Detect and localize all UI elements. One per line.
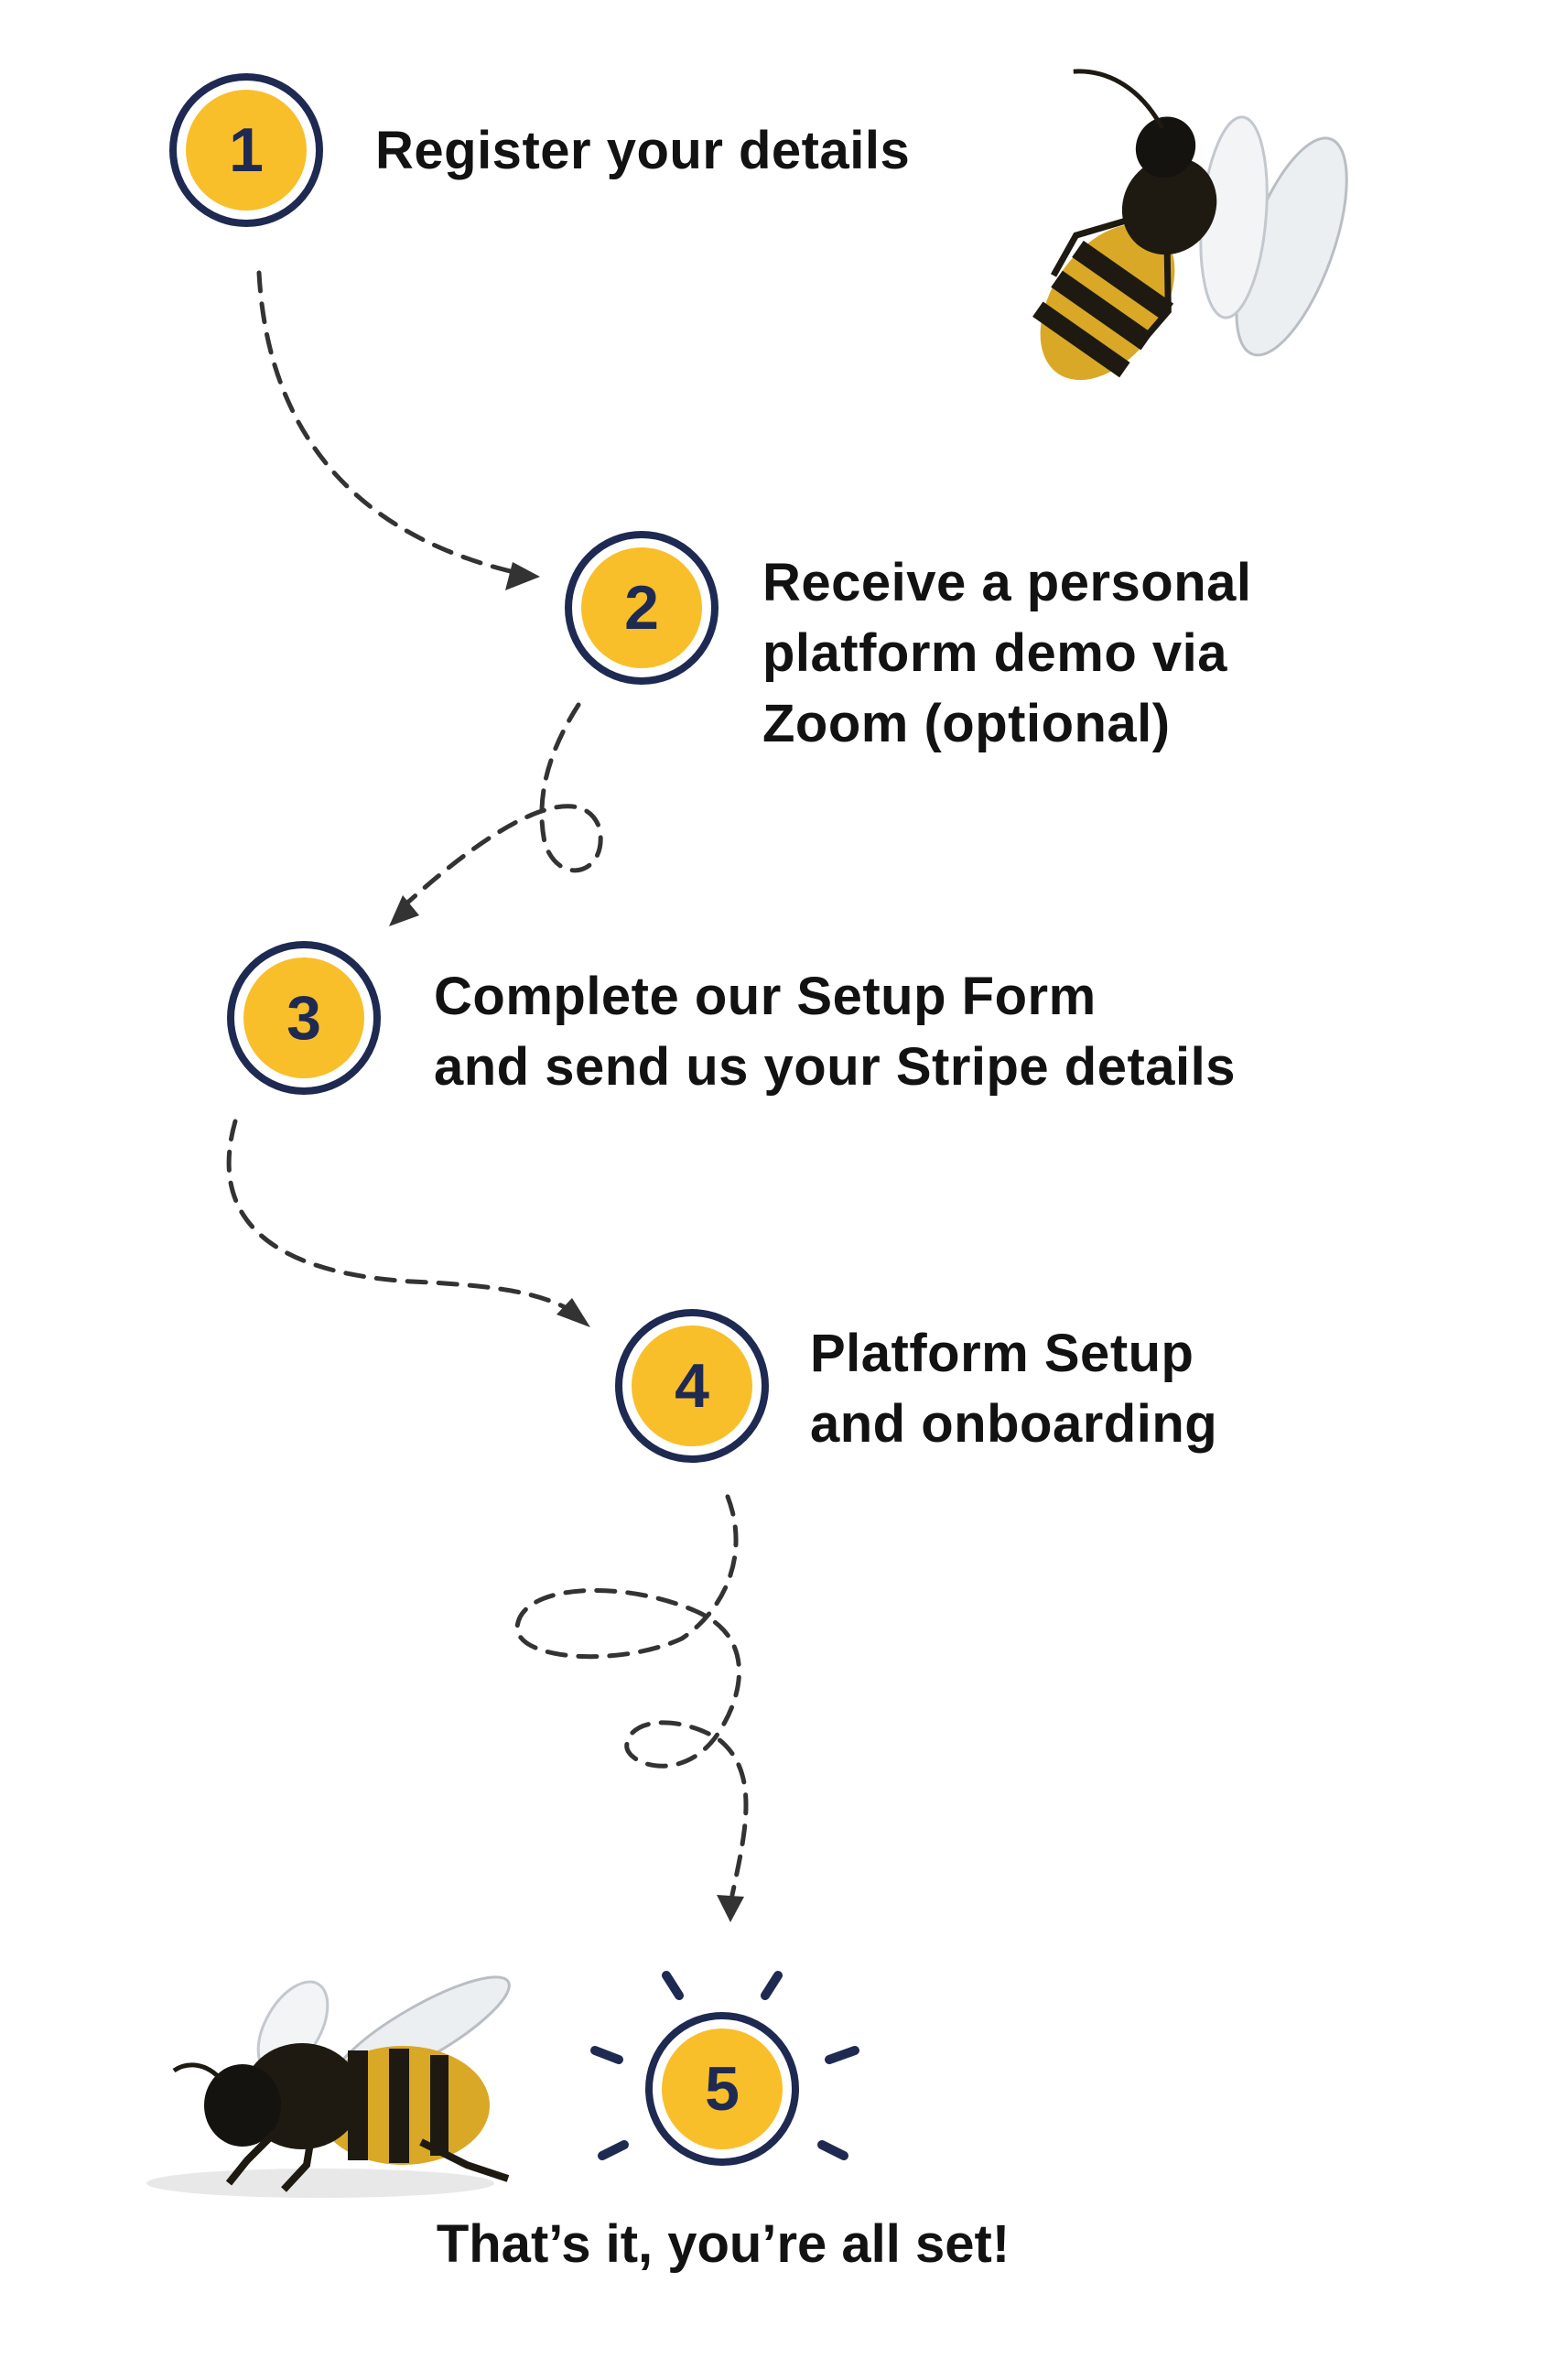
path-4-to-5 xyxy=(514,1494,749,1898)
step-2-badge: 2 xyxy=(565,531,719,685)
sun-rays-icon xyxy=(590,1971,859,2160)
step-3-number: 3 xyxy=(243,957,364,1078)
step-5-badge: 5 xyxy=(645,2012,799,2166)
bee-flying-illustration xyxy=(1032,69,1348,381)
step-5-number: 5 xyxy=(662,2028,783,2149)
step-4-badge: 4 xyxy=(615,1309,769,1463)
step-3-label: Complete our Setup Form and send us your… xyxy=(434,967,1237,1097)
step-3-badge: 3 xyxy=(227,941,381,1095)
step-1-badge: 1 xyxy=(169,73,323,227)
step-4-label: Platform Setup and onboarding xyxy=(810,1324,1218,1454)
arrowhead-icon xyxy=(389,562,744,1922)
step-1-label: Register your details xyxy=(375,121,911,180)
step-4-number: 4 xyxy=(632,1325,752,1446)
completion-message: That’s it, you’re all set! xyxy=(436,2214,1010,2274)
step-2-number: 2 xyxy=(581,547,702,668)
path-1-to-2 xyxy=(256,270,529,578)
step-1-number: 1 xyxy=(186,90,307,211)
bee-walking-illustration xyxy=(146,1975,511,2198)
step-2-label: Receive a personal platform demo via Zoo… xyxy=(762,553,1252,753)
path-2-to-3 xyxy=(391,702,603,918)
path-3-to-4 xyxy=(226,1119,587,1321)
